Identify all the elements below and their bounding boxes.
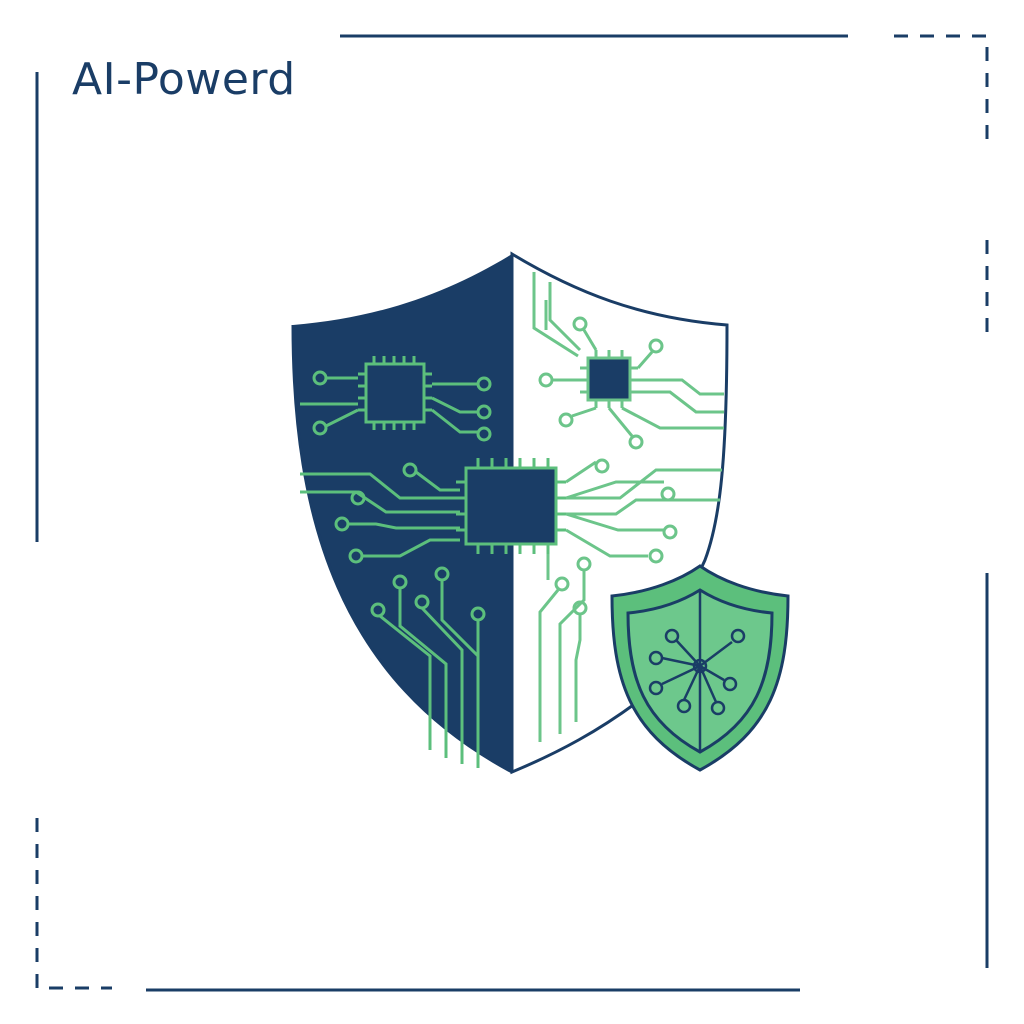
network-shield-icon: [610, 564, 790, 772]
chip-top-right: [586, 356, 632, 402]
frame-bottom-left-dashed: [35, 818, 112, 990]
chip-center: [464, 466, 558, 546]
frame-top-right-dashed: [894, 34, 989, 140]
page-title: AI-Powerd: [72, 54, 296, 105]
chip-top-left: [364, 362, 426, 424]
circuit-shield-icon: [291, 251, 729, 775]
